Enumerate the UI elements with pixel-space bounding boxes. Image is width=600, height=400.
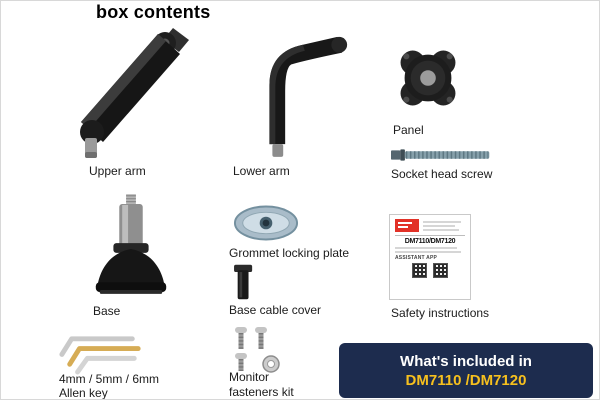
page-title: box contents: [96, 2, 211, 22]
qr-code-icon: [433, 263, 448, 278]
socket-head-screw-image: [391, 147, 493, 163]
panel-image: [389, 39, 467, 117]
panel-illustration: [400, 50, 456, 106]
base-label: Base: [93, 304, 121, 318]
safety-card-text-line: [395, 247, 457, 249]
base-cable-cover-illustration: [234, 264, 253, 300]
grommet-locking-plate-image: [233, 203, 299, 243]
socket-head-screw-label: Socket head screw: [391, 167, 493, 181]
safety-instructions-label: Safety instructions: [391, 306, 490, 320]
base-illustration: [95, 194, 167, 294]
allen-key-image: [56, 329, 146, 376]
allen-key-label-line2: Allen key: [59, 386, 108, 400]
safety-card-header-lines: [423, 219, 465, 231]
monitor-fasteners-label-line1: Monitor: [229, 370, 270, 384]
monitor-fasteners-image: [229, 325, 291, 375]
monitor-fasteners-label-line2: fasteners kit: [229, 385, 294, 399]
safety-card-qr-row: [395, 263, 465, 278]
safety-card-text-line: [395, 251, 461, 253]
panel-label: Panel: [393, 123, 424, 137]
brand-logo-icon: [395, 219, 419, 232]
grommet-locking-plate-label: Grommet locking plate: [229, 246, 350, 260]
upper-arm-image: [61, 26, 191, 161]
upper-arm-illustration: [80, 28, 189, 158]
upper-arm-label: Upper arm: [89, 164, 146, 178]
included-banner-line2: DM7110 /DM7120: [405, 371, 527, 389]
allen-key-label-line1: 4mm / 5mm / 6mm: [59, 372, 160, 386]
allen-key-illustration: [59, 336, 141, 375]
safety-card-divider: [395, 235, 465, 236]
safety-card-header: [395, 219, 465, 232]
lower-arm-label: Lower arm: [233, 164, 290, 178]
lower-arm-image: [236, 23, 354, 161]
socket-head-screw-illustration: [391, 149, 490, 161]
safety-card-model: DM7110/DM7120: [404, 238, 456, 245]
safety-card-assistant-app: ASSISTANT APP: [395, 255, 438, 261]
included-banner-line1: What's included in: [400, 352, 532, 370]
grommet-locking-plate-illustration: [233, 205, 299, 241]
monitor-fasteners-illustration: [235, 327, 280, 373]
base-image: [87, 194, 175, 300]
qr-code-icon: [412, 263, 427, 278]
included-models-banner: What's included in DM7110 /DM7120: [339, 343, 593, 398]
base-cable-cover-label: Base cable cover: [229, 303, 322, 317]
safety-instructions-card: DM7110/DM7120 ASSISTANT APP: [389, 214, 471, 300]
base-cable-cover-image: [231, 263, 257, 301]
lower-arm-illustration: [269, 36, 348, 157]
